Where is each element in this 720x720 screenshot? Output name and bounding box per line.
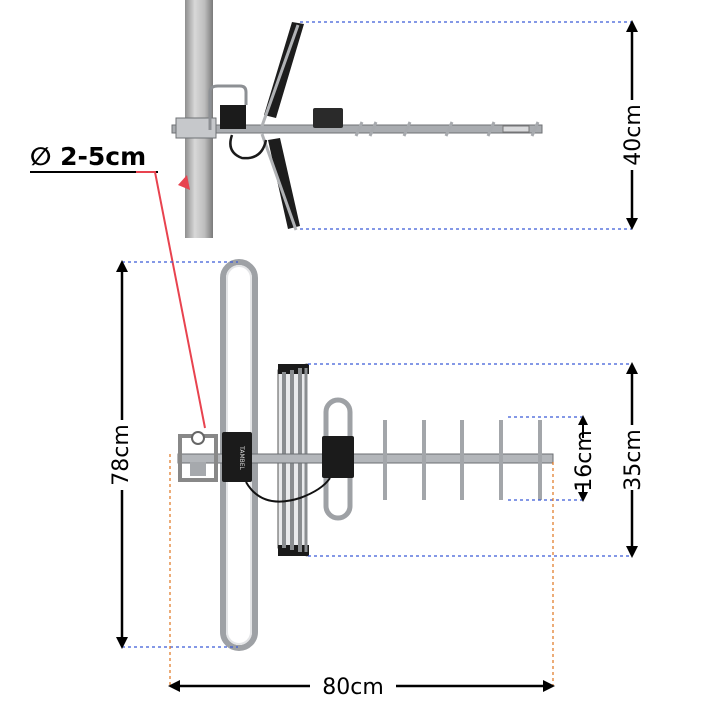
mast-diameter-label: ∅ 2-5cm <box>30 142 146 171</box>
front-height-dimension: 78cm <box>109 260 238 649</box>
top-height-label: 40cm <box>621 104 646 166</box>
coax-cable <box>245 477 331 503</box>
element-height-dimension: 16cm <box>508 415 597 502</box>
total-length-label: 80cm <box>322 675 384 700</box>
amplifier-box <box>322 436 354 478</box>
top-amplifier-box <box>313 108 343 128</box>
brand-label: TAMBEL <box>238 445 245 470</box>
mast-clamp <box>178 431 218 482</box>
panel-height-label: 35cm <box>621 429 646 491</box>
top-view-antenna <box>171 0 543 238</box>
total-length-dimension: 80cm <box>168 454 555 700</box>
director-elements <box>383 420 542 500</box>
front-height-label: 78cm <box>109 424 134 486</box>
top-reflector-lower <box>268 138 300 229</box>
front-view-antenna: TAMBEL <box>177 259 554 651</box>
top-height-dimension: 40cm <box>300 20 646 230</box>
panel-height-dimension: 35cm <box>308 362 646 558</box>
dipole-connector-box <box>222 432 252 482</box>
mast-diameter-callout: ∅ 2-5cm <box>30 142 206 429</box>
element-height-label: 16cm <box>572 430 597 492</box>
top-dipole-box <box>220 105 246 129</box>
